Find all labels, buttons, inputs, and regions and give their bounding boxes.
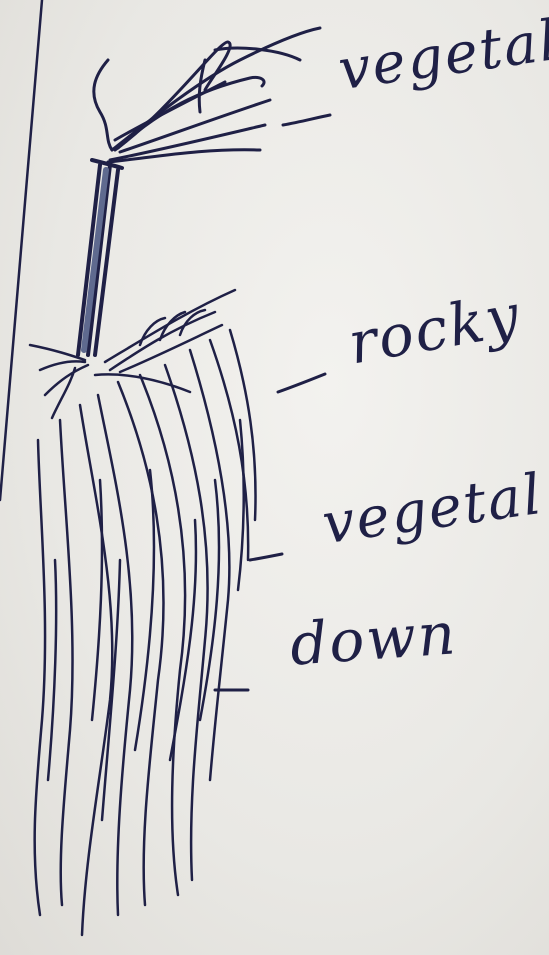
hanging-strands-sketch	[35, 330, 256, 935]
top-vegetal-sketch	[94, 28, 320, 162]
leader-line-2	[278, 374, 325, 392]
stalk-sketch	[78, 160, 122, 355]
margin-line	[0, 0, 42, 500]
leader-line-3	[250, 554, 282, 560]
leader-line-1	[283, 115, 330, 125]
label-down: down	[288, 604, 459, 674]
label-leader-lines	[215, 115, 330, 690]
